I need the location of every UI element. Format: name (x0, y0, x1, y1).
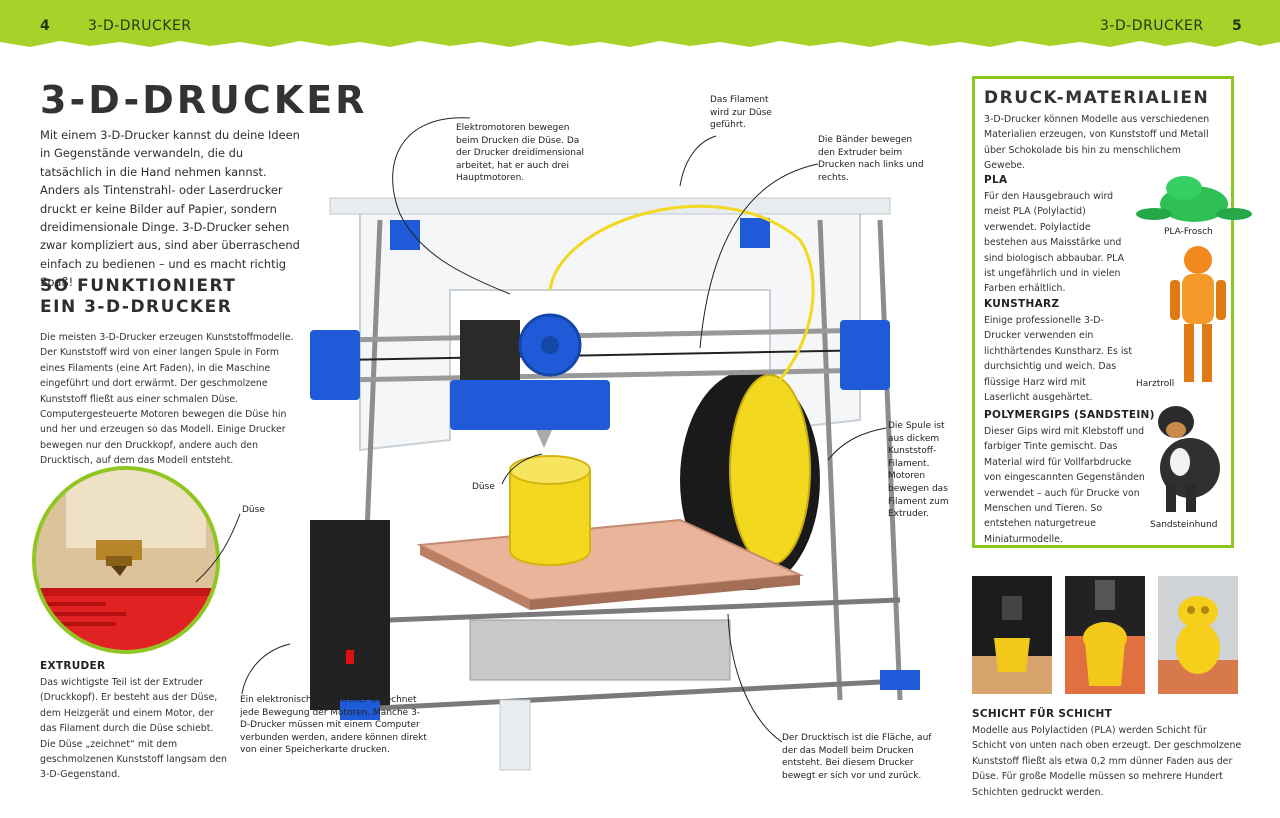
foot-bracket-left (340, 700, 380, 720)
power-switch (346, 650, 354, 664)
nozzle (536, 430, 552, 448)
callout-nozzle: Düse (472, 482, 495, 492)
callout-belts: Die Bänder bewegen den Extruder beim Dru… (818, 135, 924, 183)
bed-edge-front (530, 575, 800, 610)
page-number-right: 5 (1232, 18, 1242, 34)
pla-caption: PLA-Frosch (1164, 227, 1213, 237)
intro-text: Mit einem 3-D-Drucker kannst du deine Id… (40, 128, 300, 290)
detail-nozzle-label: Düse (242, 505, 265, 515)
how-heading-line2: EIN 3-D-DRUCKER (40, 297, 233, 317)
page-title: 3-D-DRUCKER (40, 78, 368, 122)
callout-filament-line (679, 135, 717, 187)
base-rod-front (339, 677, 921, 713)
materials-title: DRUCK-MATERIALIEN (984, 88, 1210, 108)
gypsum-heading: POLYMERGIPS (SANDSTEIN) (984, 409, 1155, 421)
page-number-left: 4 (40, 18, 50, 34)
bed-edge-left (420, 545, 530, 610)
base-rod-back (389, 597, 901, 623)
gypsum-text: Dieser Gips wird mit Klebstoff und farbi… (984, 426, 1145, 545)
layers-heading: SCHICHT FÜR SCHICHT (972, 708, 1113, 720)
extruder-text: Das wichtigste Teil ist der Extruder (Dr… (40, 677, 227, 781)
header-band (0, 0, 1280, 47)
gear-hub (541, 336, 559, 354)
layer-photo-3 (1158, 576, 1238, 694)
pla-heading: PLA (984, 174, 1008, 186)
z-rod-far-right (877, 219, 903, 701)
acrylic-leg-front (499, 699, 531, 771)
top-frame-bar (329, 197, 891, 215)
extruder-carriage (450, 380, 610, 430)
how-heading: SO FUNKTIONIERT EIN 3-D-DRUCKER (40, 276, 236, 318)
filament-feed (548, 204, 815, 381)
callout-motors-line (392, 117, 511, 295)
section-label-right: 3-D-DRUCKER (1100, 18, 1204, 34)
resin-heading: KUNSTHARZ (984, 298, 1060, 310)
pla-text: Für den Hausgebrauch wird meist PLA (Pol… (984, 191, 1124, 295)
materials-intro: 3-D-Drucker können Modelle aus verschied… (984, 114, 1210, 172)
resin-text: Einige professionelle 3-D-Drucker verwen… (984, 315, 1132, 404)
callout-spool-line (827, 427, 887, 461)
filament-spool (729, 374, 811, 566)
extruder-motor (460, 320, 520, 380)
sandstone-dog-image (1158, 406, 1220, 512)
drive-belt (339, 349, 881, 361)
top-bracket-left (390, 220, 420, 250)
acrylic-frame (359, 198, 861, 452)
power-supply (469, 619, 731, 681)
gypsum-caption: Sandsteinhund (1150, 520, 1218, 530)
resin-caption: Harztroll (1136, 379, 1175, 389)
x-rod-top (339, 327, 881, 343)
callout-filament: Das Filament wird zur Düse geführt. (710, 95, 772, 131)
z-rod-right (817, 219, 843, 701)
how-text: Die meisten 3-D-Drucker erzeugen Kunstst… (40, 332, 294, 467)
extruder-heading: EXTRUDER (40, 660, 106, 672)
model-top (509, 455, 591, 485)
x-rod-bottom (339, 367, 881, 383)
bracket-left (310, 330, 360, 400)
printed-model (509, 469, 591, 566)
callout-spool: Die Spule ist aus dickem Kunststoff-Fila… (888, 421, 949, 520)
controller-box (310, 520, 390, 710)
layers-text: Modelle aus Polylactiden (PLA) werden Sc… (972, 725, 1242, 798)
how-heading-line1: SO FUNKTIONIERT (40, 276, 237, 296)
top-bracket-right (740, 218, 770, 248)
callout-bed-line (727, 613, 783, 743)
resin-troll-image (1170, 246, 1226, 382)
section-label-left: 3-D-DRUCKER (88, 18, 192, 34)
callout-controller-line (241, 643, 291, 695)
detail-leader-line (195, 513, 241, 583)
layer-photo-2 (1065, 576, 1145, 694)
foot-bracket-right (880, 670, 920, 690)
nozzle-closeup-illustration (36, 470, 216, 650)
callout-belts-line (699, 163, 819, 349)
bracket-right (840, 320, 890, 390)
callout-motors: Elektromotoren bewegen beim Drucken die … (456, 123, 584, 184)
callout-controller: Ein elektronischer Controller berechnet … (240, 695, 427, 756)
callout-nozzle-line (501, 453, 543, 485)
printer-illustration (310, 197, 921, 771)
pla-frog-image (1136, 176, 1252, 222)
callout-bed: Der Drucktisch ist die Fläche, auf der d… (782, 733, 932, 781)
nozzle-detail-image (32, 466, 220, 654)
layer-photo-1 (972, 576, 1052, 694)
